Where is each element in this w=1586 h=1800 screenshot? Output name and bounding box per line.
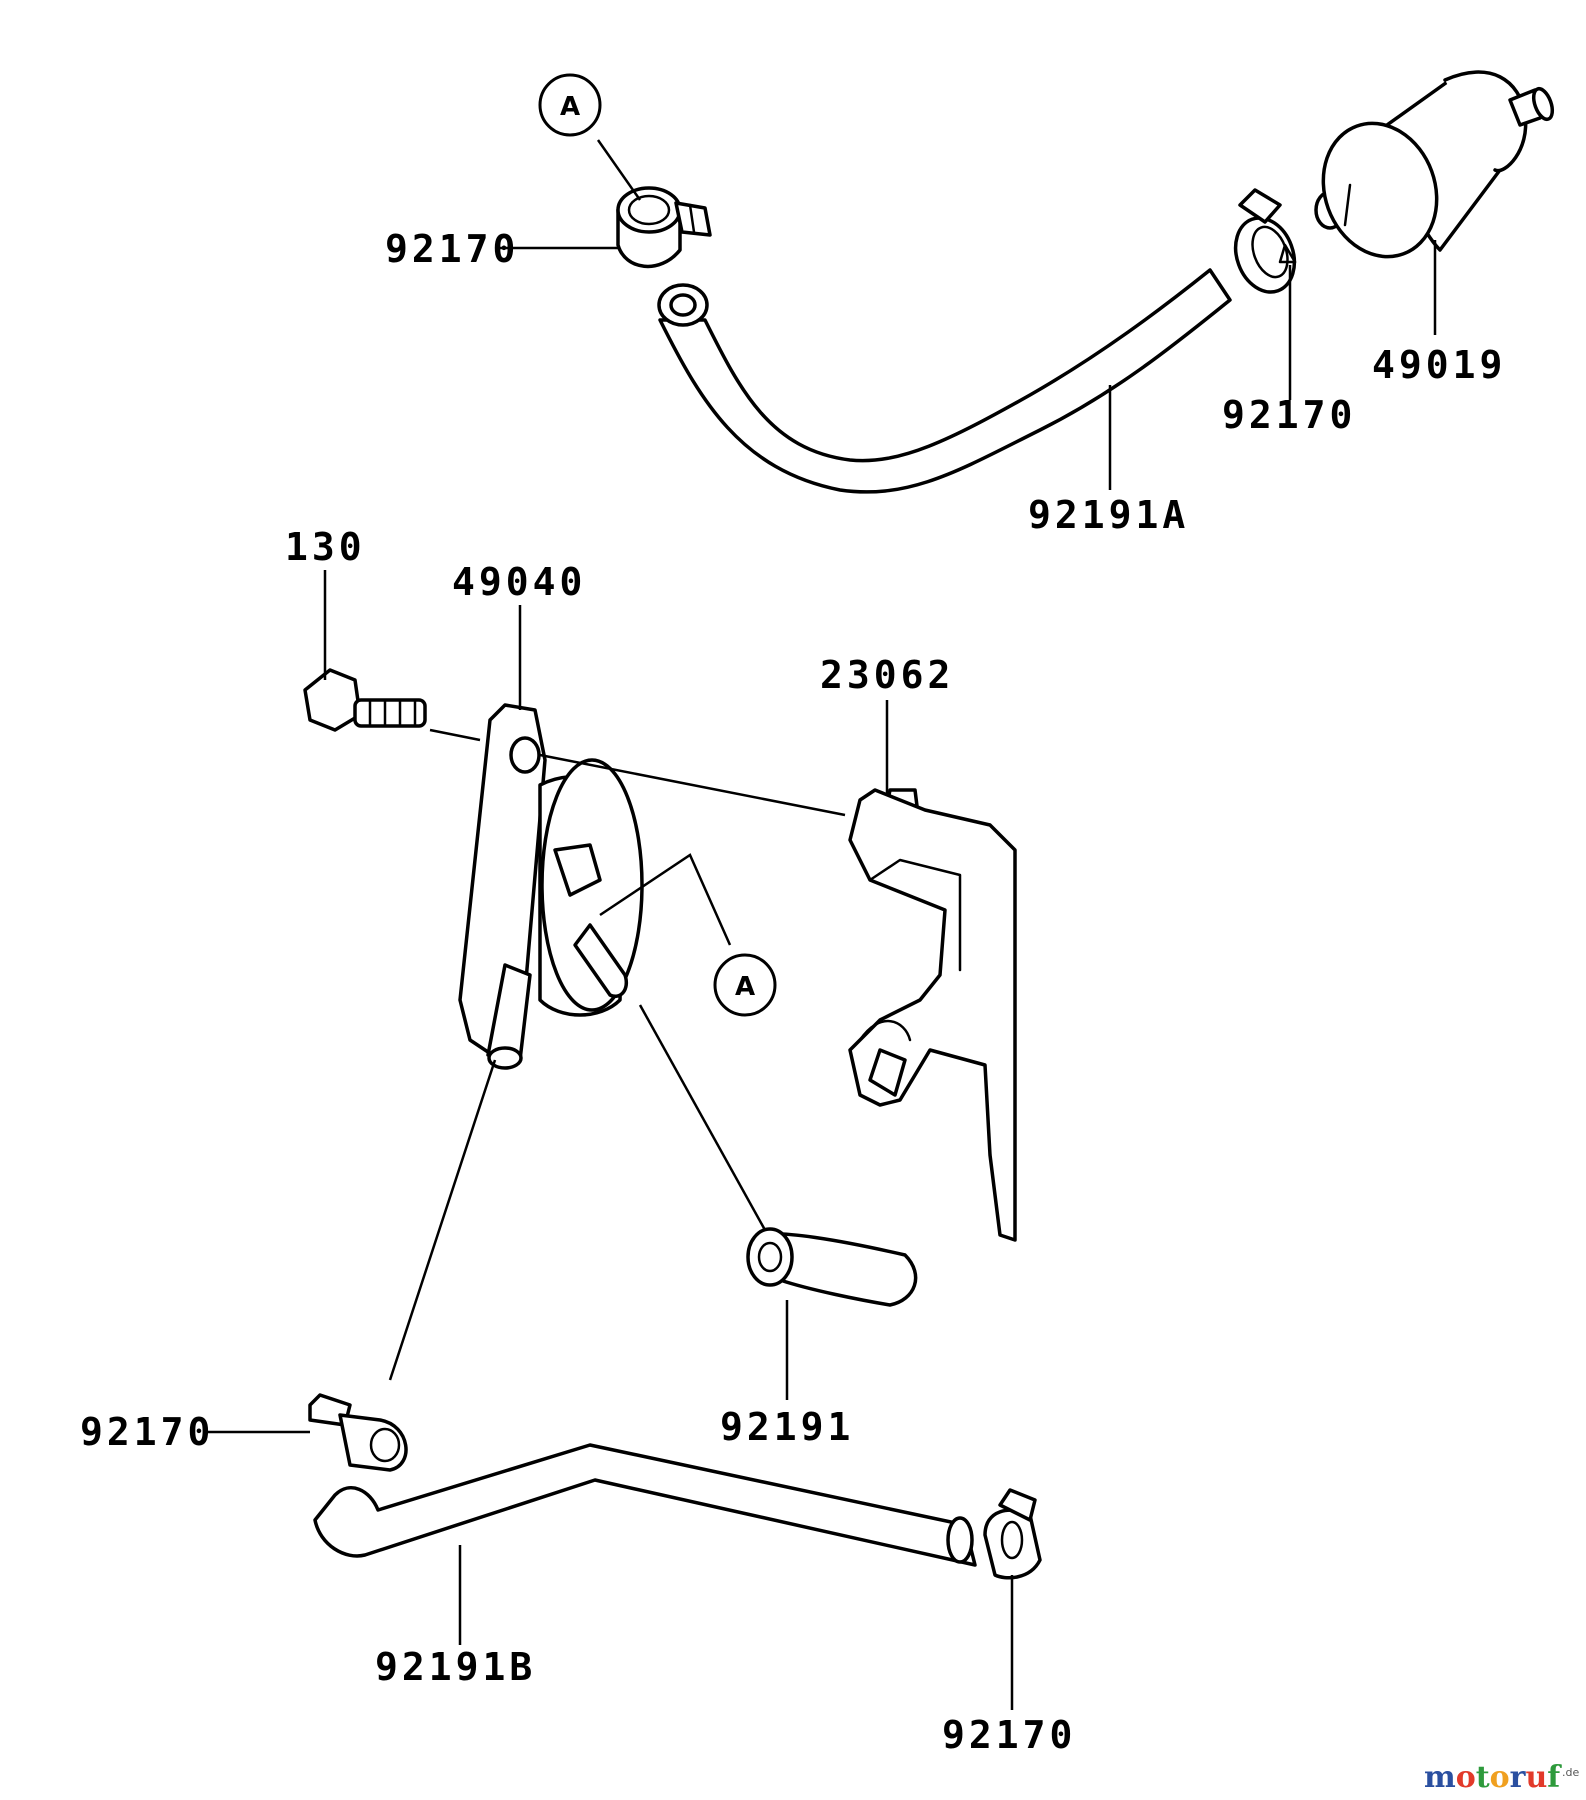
watermark-letter: t [1476,1760,1490,1795]
leader-lines [205,139,1437,1710]
callout-clamp-bottom: 92170 [942,1713,1076,1757]
reference-mark-top-label: A [560,92,580,122]
clamp-top-right-drawing [1233,188,1297,294]
watermark-text: motoruf [1424,1760,1562,1795]
clamp-lower-left-drawing [308,1393,408,1472]
callout-clamp-top-left: 92170 [385,227,519,271]
hose-92191b-drawing [313,1443,977,1567]
watermark-letter: u [1525,1760,1547,1795]
callout-hose-bottom: 92191B [375,1645,536,1689]
clamp-top-left-drawing [616,186,712,268]
callout-bracket: 23062 [820,653,954,697]
fuel-filter-drawing [1314,70,1555,259]
reference-mark-top: A [538,73,602,137]
callout-hose-short: 92191 [720,1405,854,1449]
watermark-suffix: .de [1562,1766,1579,1779]
bolt-130-drawing [303,668,427,732]
watermark-logo: motoruf .de [1424,1760,1579,1795]
watermark-letter: m [1424,1760,1456,1795]
fuel-pump-49040-drawing [458,703,644,1070]
watermark-letter: f [1547,1760,1562,1795]
watermark-letter: o [1456,1760,1476,1795]
hose-92191a-drawing [657,268,1232,494]
callout-bolt: 130 [285,525,366,569]
callout-clamp-lower-left: 92170 [80,1410,214,1454]
callout-clamp-top-right: 92170 [1222,393,1356,437]
hose-92191-drawing [746,1227,918,1307]
bracket-23062-drawing [848,788,1017,1242]
reference-mark-middle: A [713,953,777,1017]
clamp-bottom-drawing [983,1488,1042,1580]
watermark-letter: o [1490,1760,1510,1795]
watermark-letter: r [1510,1760,1527,1795]
callout-fuel-pump: 49040 [452,560,586,604]
callout-hose-top: 92191A [1028,493,1189,537]
callout-fuel-filter: 49019 [1372,343,1506,387]
reference-mark-middle-label: A [735,972,755,1002]
